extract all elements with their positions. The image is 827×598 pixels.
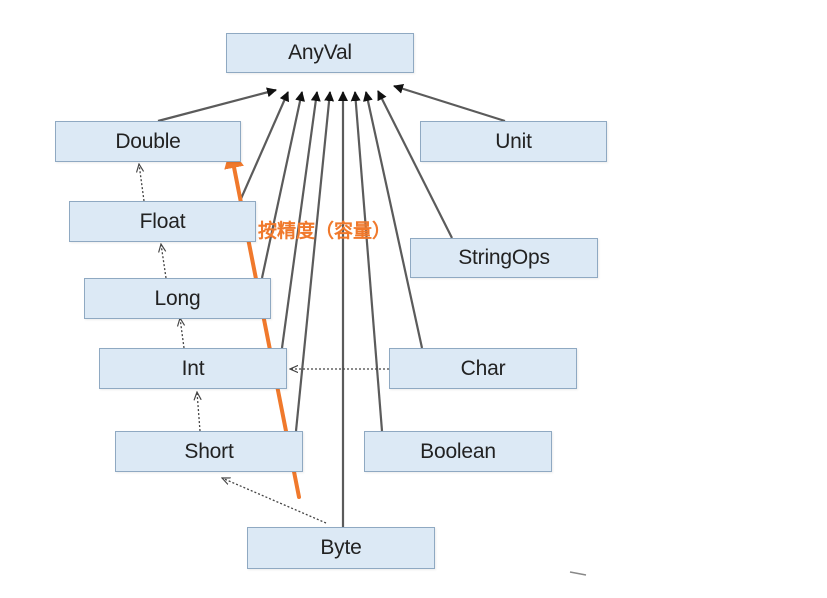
stray-mark (569, 571, 587, 576)
node-int: Int (99, 348, 287, 389)
node-char: Char (389, 348, 577, 389)
edge-boolean-anyval (350, 91, 384, 432)
conversion-edges (139, 164, 389, 524)
node-anyval: AnyVal (226, 33, 414, 73)
edge-byte-short (222, 478, 327, 524)
node-unit: Unit (420, 121, 607, 162)
edge-short-int (197, 392, 200, 432)
node-stringops: StringOps (410, 238, 598, 278)
node-short: Short (115, 431, 303, 472)
edge-char-anyval (363, 91, 424, 349)
edge-int-long (180, 318, 184, 349)
node-double: Double (55, 121, 241, 162)
edge-int-anyval (280, 91, 321, 349)
node-byte: Byte (247, 527, 435, 569)
edge-short-anyval (294, 91, 335, 432)
precision-annotation: 按精度（容量） (258, 220, 392, 242)
edge-float-anyval (238, 91, 290, 202)
edge-double-anyval (157, 87, 277, 123)
edge-stringops-anyval (377, 90, 453, 239)
edge-long-anyval (260, 91, 305, 279)
node-float: Float (69, 201, 256, 242)
node-long: Long (84, 278, 271, 319)
edge-float-double (139, 164, 145, 202)
node-boolean: Boolean (364, 431, 552, 472)
edge-long-float (161, 244, 167, 279)
inheritance-edges (157, 83, 506, 527)
edge-unit-anyval (393, 83, 506, 123)
